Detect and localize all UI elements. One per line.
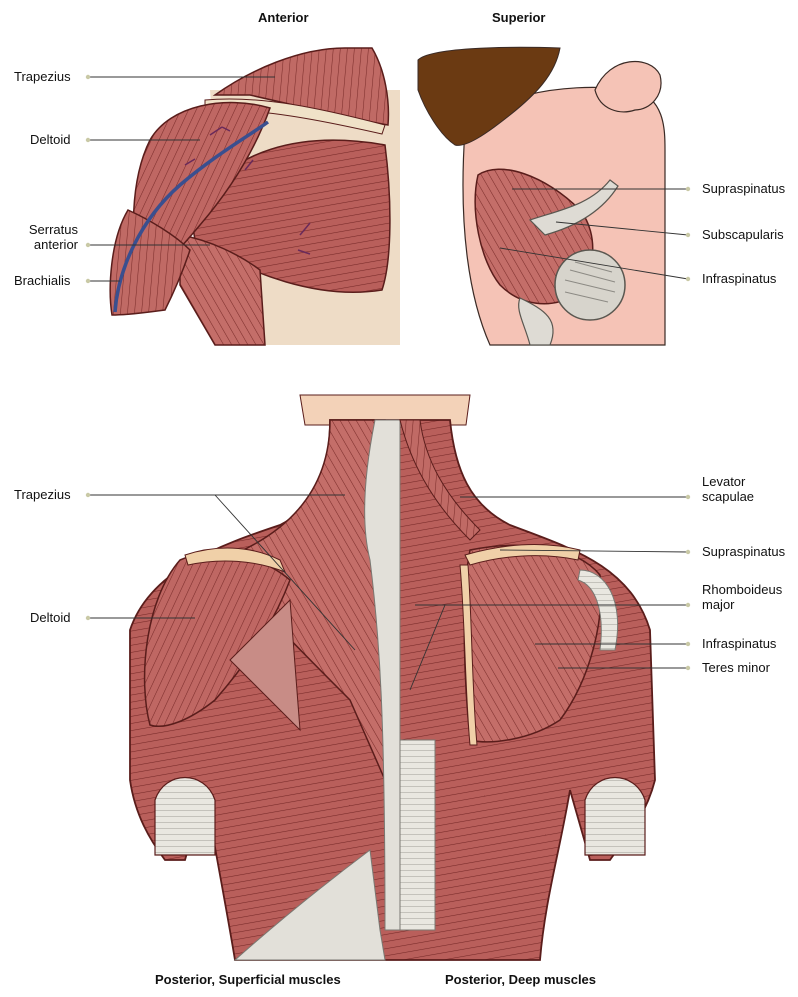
label-anterior-deltoid: Deltoid (30, 132, 70, 147)
posterior-illustration (130, 395, 655, 960)
anterior-illustration (110, 48, 400, 345)
left-elbow-tendon (155, 778, 215, 856)
label-anterior-trapezius: Trapezius (14, 69, 71, 84)
label-rhomboideus-major: Rhomboideus major (702, 582, 792, 612)
label-brachialis: Brachialis (14, 273, 70, 288)
label-superior-infraspinatus: Infraspinatus (702, 271, 776, 286)
posterior-deep-title: Posterior, Deep muscles (445, 972, 596, 987)
label-deep-infraspinatus: Infraspinatus (702, 636, 776, 651)
label-superior-subscapularis: Subscapularis (702, 227, 784, 242)
label-deep-supraspinatus: Supraspinatus (702, 544, 785, 559)
label-posterior-trapezius: Trapezius (14, 487, 71, 502)
thoracolumbar-fascia (400, 740, 435, 930)
label-teres-minor: Teres minor (702, 660, 770, 675)
humeral-head (555, 250, 625, 320)
right-elbow-tendon (585, 778, 645, 856)
label-serratus-anterior: Serratus anterior (14, 222, 78, 252)
label-levator-scapulae: Levator scapulae (702, 474, 772, 504)
superior-illustration (418, 47, 665, 345)
posterior-superficial-title: Posterior, Superficial muscles (155, 972, 341, 987)
anterior-title: Anterior (258, 10, 309, 25)
label-superior-supraspinatus: Supraspinatus (702, 181, 785, 196)
label-posterior-deltoid: Deltoid (30, 610, 70, 625)
superior-title: Superior (492, 10, 545, 25)
ear (595, 61, 661, 111)
